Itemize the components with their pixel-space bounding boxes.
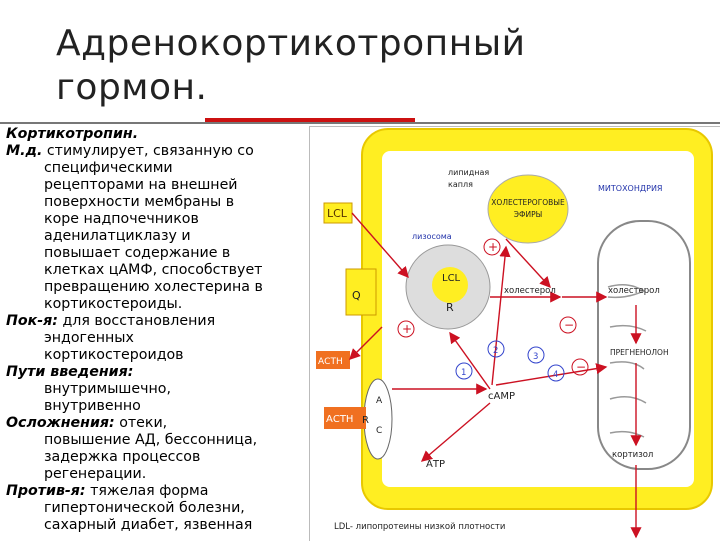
text-column: Кортикотропин. М.д. стимулирует, связанн…: [6, 126, 306, 540]
slide-title: Адренокортикотропный гормон.: [56, 22, 616, 110]
section-action: М.д. стимулирует, связанную со специфиче…: [6, 143, 306, 313]
label-lcl-in: LCL: [442, 273, 461, 284]
section-line: внутримышечно,: [44, 381, 171, 397]
plus-marker-1: [483, 238, 501, 256]
mitochondrion: [597, 220, 691, 470]
label-mitochondria: МИТОХОНДРИЯ: [598, 184, 662, 193]
section-label: Пок-я:: [6, 313, 58, 329]
section-line: аденилатциклазу и: [44, 228, 191, 244]
title-divider: [0, 122, 720, 124]
label-chol-esters-l1: ХОЛЕСТЕРОГОВЫЕ: [491, 198, 565, 207]
actg-box-2: [324, 407, 366, 429]
section-routes: Пути введения: внутримышечно, внутривенн…: [6, 364, 306, 415]
section-indications: Пок-я: для восстановления эндогенных кор…: [6, 313, 306, 364]
section-first-line: для восстановления: [62, 313, 216, 329]
label-legend: LDL- липопротеины низкой плотности: [334, 522, 505, 532]
label-atp: АТР: [426, 459, 445, 470]
section-label: М.д.: [6, 143, 43, 159]
plus-marker-2: [397, 320, 415, 338]
section-first-line: стимулирует, связанную со: [46, 143, 254, 159]
label-lipid-drop: липидная капля: [448, 168, 489, 189]
section-complications: Осложнения: отеки, повышение АД, бессонн…: [6, 415, 306, 483]
label-camp: cAMP: [488, 391, 515, 402]
label-minus-2: −: [576, 360, 586, 374]
label-num-2: 2: [493, 346, 498, 356]
section-line: рецепторами на внешней: [44, 177, 238, 193]
section-line: коре надпочечников: [44, 211, 199, 227]
section-line: повышение АД, бессонница,: [44, 432, 258, 448]
arrow-lcl-in: [351, 212, 409, 279]
label-num-1: 1: [461, 368, 466, 378]
minus-marker-1: [559, 316, 577, 334]
label-plus-2: +: [402, 322, 412, 336]
num-marker-3: [527, 346, 545, 364]
label-cholesterol: холестерол: [504, 286, 556, 296]
label-cholesterol-mito: холестерол: [608, 286, 660, 296]
arrow-camp-drop: [491, 245, 511, 386]
title-accent-line: [205, 118, 415, 122]
label-actg-2: АСТН: [326, 414, 353, 425]
arrow-camp-lyso: [449, 331, 491, 390]
section-line: эндогенных: [44, 330, 134, 346]
label-chol-esters: ХОЛЕСТЕРОГОВЫЕ ЭФИРЫ: [491, 198, 565, 219]
section-label: Против-я:: [6, 483, 86, 499]
section-line: превращению холестерина в: [44, 279, 263, 295]
section-line: сахарный диабет, язвенная: [44, 517, 253, 533]
label-r-membrane: R: [362, 415, 369, 426]
label-chol-esters-l2: ЭФИРЫ: [514, 210, 542, 219]
label-lysosome: лизосома: [412, 232, 452, 241]
mitochondrion-cristae: [607, 284, 647, 438]
section-line: кортикостероидов: [44, 347, 184, 363]
arrow-pos-feedback: [349, 326, 383, 360]
section-line: гипертонической болезни,: [44, 500, 245, 516]
label-r-in: R: [446, 301, 454, 314]
section-line: задержка процессов: [44, 449, 201, 465]
cell-diagram: LCL липидная капля ХОЛЕСТЕРОГОВЫЕ ЭФИРЫ МИ…: [309, 126, 720, 541]
title-line-1: Адренокортикотропный: [56, 23, 526, 64]
label-minus-1: −: [564, 318, 574, 332]
num-marker-4: [547, 364, 565, 382]
num-marker-1: [455, 362, 473, 380]
title-line-2: гормон.: [56, 67, 208, 108]
section-label: Осложнения:: [6, 415, 115, 431]
section-line: поверхности мембраны в: [44, 194, 235, 210]
section-label: Пути введения:: [6, 364, 134, 380]
num-marker-2: [487, 340, 505, 358]
label-lipid-drop-l1: липидная: [448, 168, 489, 177]
section-line: клетках цАМФ, способствует: [44, 262, 263, 278]
section-first-line: тяжелая форма: [90, 483, 209, 499]
minus-marker-2: [571, 358, 589, 376]
section-label: Кортикотропин.: [6, 126, 139, 142]
lipid-droplet: [487, 174, 569, 244]
label-c-membrane: C: [376, 426, 382, 436]
actg-box-1: [316, 351, 350, 369]
label-q-membrane: Q: [352, 289, 361, 302]
label-num-4: 4: [553, 370, 558, 380]
label-lipid-drop-l2: капля: [448, 180, 473, 189]
lysosome-lcl-dot: [432, 267, 468, 303]
section-first-line: отеки,: [119, 415, 168, 431]
label-lcl-out: LCL: [327, 207, 348, 220]
section-line: внутривенно: [44, 398, 141, 414]
receptor-q-box: [345, 268, 377, 316]
label-actg-1: АСТН: [318, 357, 343, 367]
section-name: Кортикотропин.: [6, 126, 306, 143]
section-contraindications: Против-я: тяжелая форма гипертонической …: [6, 483, 306, 534]
arrow-drop-chol: [505, 238, 551, 289]
section-line: специфическими: [44, 160, 173, 176]
label-pregnenolone: ПРЕГНЕНОЛОН: [610, 348, 669, 357]
label-a-membrane: A: [376, 396, 383, 406]
section-line: регенерации.: [44, 466, 147, 482]
label-cortisol: кортизол: [612, 450, 653, 460]
arrow-camp-atp: [420, 402, 491, 462]
section-line: повышает содержание в: [44, 245, 231, 261]
label-plus-1: +: [488, 240, 498, 254]
label-num-3: 3: [533, 352, 538, 362]
section-line: кортикостероиды.: [44, 296, 183, 312]
